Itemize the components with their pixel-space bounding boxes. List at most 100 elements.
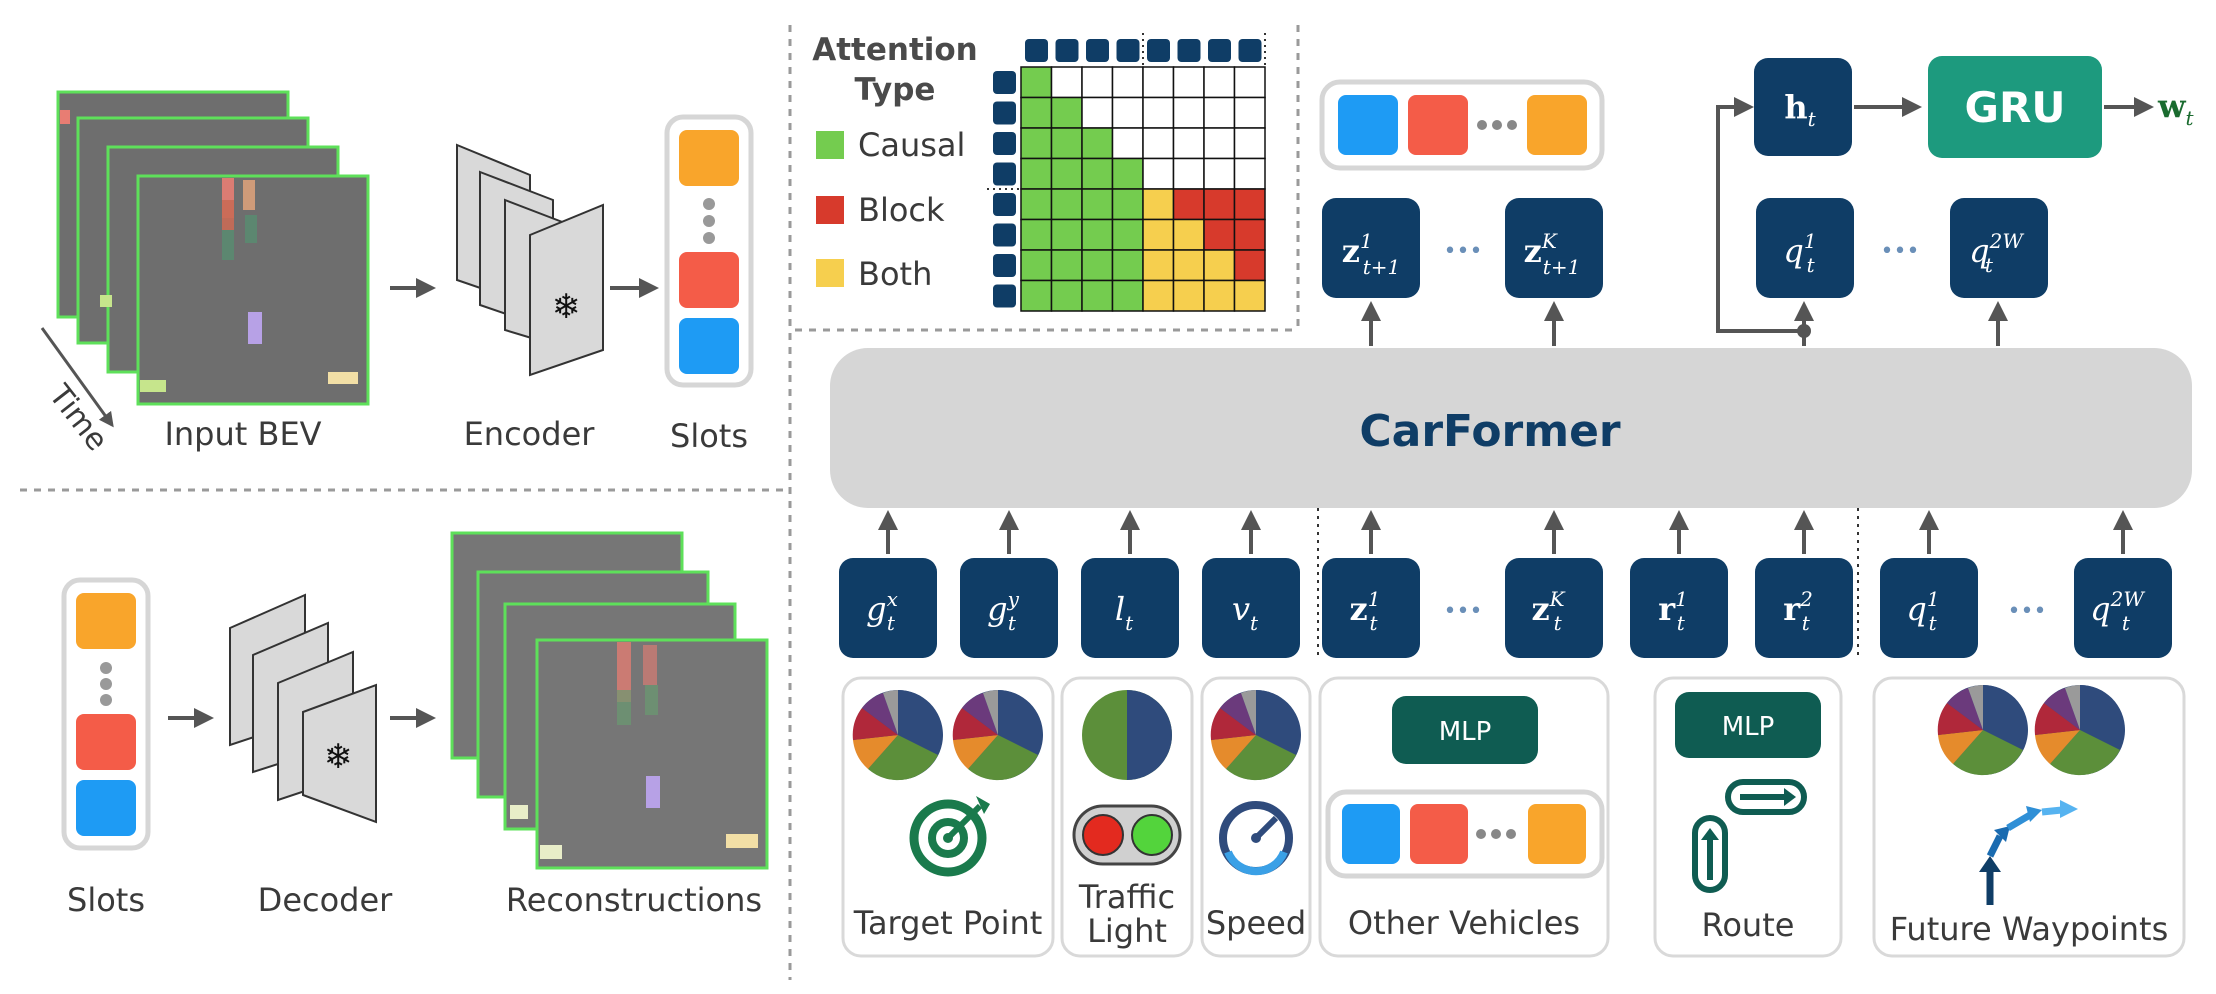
mlp-vehicles-block — [1392, 696, 1538, 764]
attention-cell — [1050, 66, 1083, 99]
vehicle-slots-box — [1325, 789, 1605, 879]
attention-col-token — [1055, 39, 1079, 62]
attention-cell — [1020, 96, 1053, 129]
snowflake-icon: ❄ — [552, 287, 581, 327]
attention-row-token — [993, 254, 1016, 277]
attention-cell — [1142, 249, 1175, 282]
attention-cell — [1142, 218, 1175, 251]
attention-cell — [1142, 157, 1175, 190]
attention-cell — [1081, 188, 1114, 221]
attention-cell — [1172, 96, 1205, 129]
slots-column-bottom — [61, 577, 151, 851]
attention-cell — [1233, 157, 1266, 190]
slots-label-bottom: Slots — [67, 881, 145, 919]
attention-row-token — [993, 223, 1016, 247]
svg-text:gxt: gxt — [866, 587, 898, 635]
attention-cell — [1020, 66, 1053, 99]
svg-text:q1t: q1t — [1783, 229, 1816, 277]
slot-blue — [679, 318, 739, 374]
attention-cell — [1081, 279, 1114, 312]
pie-gx — [852, 690, 943, 781]
attention-cell — [1233, 127, 1266, 160]
traffic-light-icon — [1072, 804, 1182, 866]
hidden-state-token: ht — [1754, 58, 1852, 156]
slot-red — [679, 252, 739, 308]
route-icon — [1692, 779, 1807, 893]
pie-q2w — [2034, 685, 2125, 776]
attention-col-token — [1086, 39, 1109, 62]
attention-row-token — [993, 101, 1016, 125]
carformer-block — [830, 348, 2192, 508]
attention-cell — [1203, 157, 1236, 190]
attention-col-token — [1025, 39, 1048, 62]
encoder-label: Encoder — [464, 415, 596, 453]
legend-block: Block — [858, 191, 945, 229]
legend-causal: Causal — [858, 126, 965, 164]
attention-cell — [1172, 279, 1205, 312]
attention-cell — [1081, 249, 1114, 282]
decoder-label: Decoder — [258, 881, 394, 919]
svg-text:z1t: z1t — [1350, 587, 1381, 635]
input-bev-stack — [56, 90, 370, 406]
ellipsis-in-z: ••• — [1444, 599, 1483, 624]
attention-cell — [1172, 249, 1205, 282]
time-label: Time — [41, 378, 114, 458]
slots-label-top: Slots — [670, 417, 748, 455]
attention-cell — [1203, 279, 1236, 312]
attention-cell — [1203, 127, 1236, 160]
attention-cell — [1233, 249, 1266, 282]
attention-cell — [1203, 218, 1236, 251]
attention-matrix — [987, 33, 1266, 312]
attention-col-token — [1238, 39, 1262, 62]
speedometer-icon — [1219, 801, 1293, 876]
pie-speed — [1210, 690, 1301, 781]
mlp-vehicles-label: MLP — [1439, 717, 1492, 747]
time-arrow — [40, 327, 114, 428]
attention-cell — [1233, 218, 1266, 251]
attention-cell — [1233, 279, 1266, 312]
attention-cell — [1233, 66, 1266, 99]
attention-cell — [1050, 218, 1083, 251]
attention-row-token — [993, 162, 1016, 186]
mlp-route-block — [1675, 692, 1821, 758]
attention-cell — [1172, 218, 1205, 251]
attention-cell — [1172, 127, 1205, 160]
attention-row-token — [993, 193, 1016, 216]
attention-cell — [1050, 157, 1083, 190]
attention-cell — [1020, 218, 1053, 251]
waypoint-output: wt — [2157, 87, 2195, 130]
reconstructions-stack — [450, 531, 769, 870]
attention-cell — [1172, 188, 1205, 221]
svg-text:r1t: r1t — [1658, 587, 1688, 635]
waypoints-icon — [1979, 800, 2078, 905]
attention-title-line1: Attention — [812, 32, 978, 68]
attention-col-token — [1208, 39, 1231, 62]
attention-cell — [1020, 157, 1053, 190]
legend-both: Both — [858, 255, 932, 293]
attention-row-token — [993, 71, 1016, 94]
attention-cell — [1142, 96, 1175, 129]
attention-cell — [1050, 127, 1083, 160]
speed-label: Speed — [1206, 904, 1306, 942]
attention-cell — [1050, 96, 1083, 129]
attention-col-token — [1116, 39, 1140, 62]
attention-cell — [1081, 127, 1114, 160]
traffic-light-pie — [1082, 690, 1172, 780]
predicted-slots-box — [1319, 79, 1605, 171]
traffic-light-label-1: Traffic — [1078, 878, 1175, 916]
attention-cell — [1111, 157, 1144, 190]
attention-cell — [1020, 127, 1053, 160]
attention-cell — [1020, 249, 1053, 282]
pie-q1 — [1937, 685, 2028, 776]
